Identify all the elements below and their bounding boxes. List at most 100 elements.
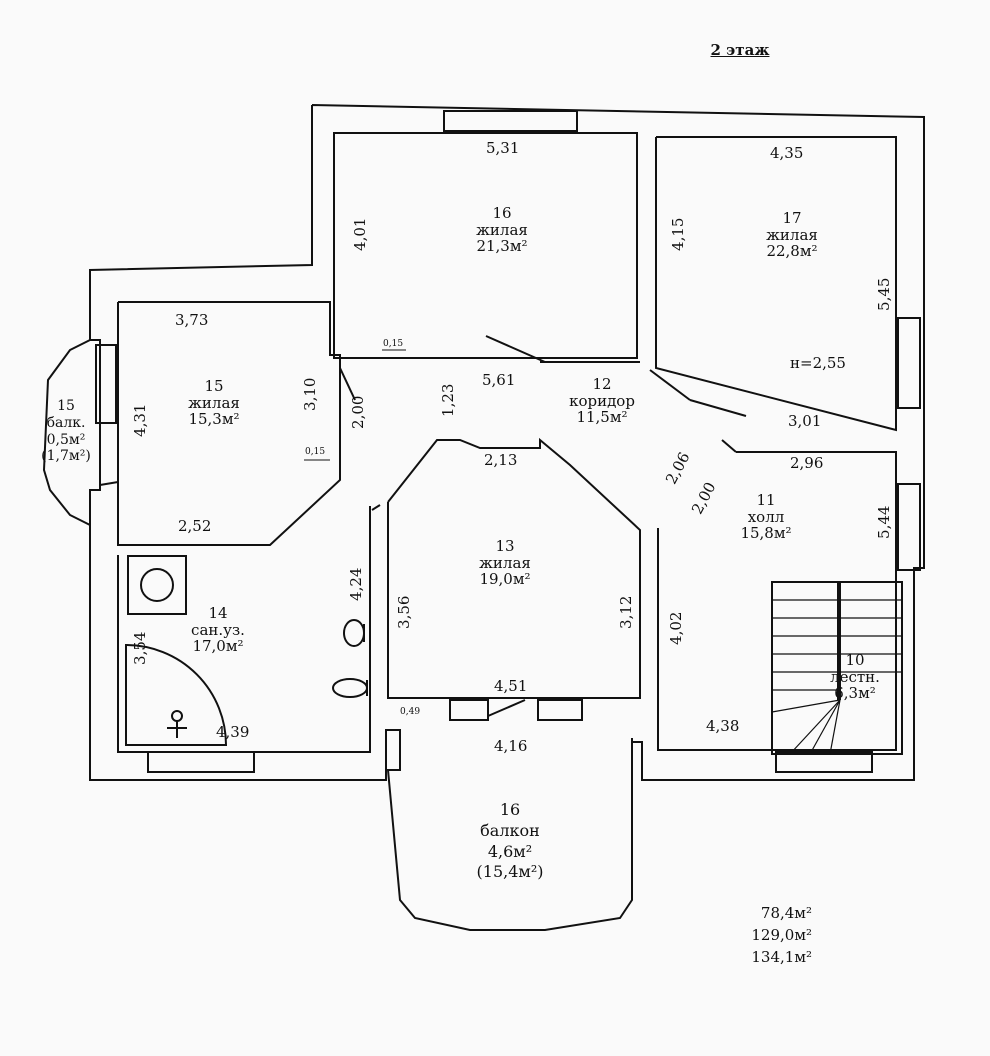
dim-label: 5,31 <box>486 139 520 157</box>
room-area: 19,0м² <box>479 570 531 588</box>
room-type: жилая <box>188 393 240 412</box>
room-17-label: 17 жилая 22,8м² <box>702 210 882 260</box>
door-hall <box>721 439 737 453</box>
window-east-1 <box>897 317 921 409</box>
boiler-circle <box>140 568 174 602</box>
shower-symbol <box>125 643 228 746</box>
window-west <box>95 344 117 424</box>
door-balcony-15 <box>99 481 119 486</box>
dim-label: 3,12 <box>616 595 635 629</box>
dim-label: 4,15 <box>668 217 687 251</box>
room-number: 15 <box>204 377 224 395</box>
room-area-total: (1,7м²) <box>41 448 91 465</box>
room-15-walls <box>117 301 341 546</box>
hall-walls <box>657 451 897 751</box>
balcony-16-label: 16 балкон 4,6м² (15,4м²) <box>420 800 600 883</box>
sink-icon <box>332 678 368 698</box>
dim-label: 2,96 <box>790 454 824 472</box>
dim-label: 3,73 <box>175 311 209 329</box>
dim-label: 2,13 <box>484 451 518 469</box>
window-top <box>443 110 578 132</box>
room-number: 12 <box>592 375 612 393</box>
door-16 <box>485 335 546 363</box>
room-number: 10 <box>845 651 865 669</box>
dim-label: 3,56 <box>394 595 413 629</box>
room-area: 0,5м² <box>46 431 86 448</box>
dim-label: 1,23 <box>438 383 457 417</box>
height-label: н=2,55 <box>790 354 846 372</box>
dim-label: 5,45 <box>874 277 893 311</box>
room-number: 16 <box>492 204 512 222</box>
room-14-label: 14 сан.уз. 17,0м² <box>128 605 308 655</box>
room-type: балкон <box>480 820 540 840</box>
room-type: лестн. <box>830 667 880 686</box>
room-area: 15,3м² <box>188 410 240 428</box>
dim-label: 4,39 <box>216 723 250 741</box>
boiler-symbol <box>127 555 187 615</box>
room-16-label: 16 жилая 21,3м² <box>412 205 592 255</box>
window-balcony-left <box>449 699 489 721</box>
window-balcony-right <box>537 699 583 721</box>
room-area: 6,3м² <box>834 684 876 702</box>
total-area-2: 129,0м² <box>751 925 812 944</box>
wall-thickness-label: 0,15 <box>305 447 326 457</box>
window-stair <box>775 751 873 773</box>
room-area: 11,5м² <box>576 408 628 426</box>
room-17-walls <box>655 136 897 432</box>
wall-thickness-label: 0,15 <box>383 339 404 349</box>
dim-label: 4,24 <box>346 567 365 601</box>
room-15-label: 15 жилая 15,3м² <box>124 378 304 428</box>
room-area: 21,3м² <box>476 237 528 255</box>
room-type: жилая <box>476 220 528 239</box>
door-17 <box>689 399 747 417</box>
room-12-label: 12 коридор 11,5м² <box>512 376 692 426</box>
door-15 <box>339 367 356 401</box>
room-area: 4,6м² <box>487 841 533 861</box>
stair-steps <box>771 599 902 755</box>
outer-wall-outline <box>89 104 925 931</box>
dim-label: 4,38 <box>706 717 740 735</box>
dim-label: 4,35 <box>770 144 804 162</box>
dim-label: 4,51 <box>494 677 528 695</box>
dim-label: 3,10 <box>300 377 319 411</box>
wall-thickness-label: 0,49 <box>400 707 421 717</box>
room-type: балк. <box>46 414 86 431</box>
room-area: 15,8м² <box>740 524 792 542</box>
room-number: 11 <box>756 491 776 509</box>
room-area: 22,8м² <box>766 242 818 260</box>
dim-label: 4,16 <box>494 737 528 755</box>
toilet-icon <box>343 619 365 647</box>
balcony-15-label: 15 балк. 0,5м² (1,7м²) <box>30 398 102 465</box>
window-east-2 <box>897 483 921 571</box>
dim-label: 4,31 <box>130 403 149 437</box>
room-10-label: 10 лестн. 6,3м² <box>800 652 910 702</box>
room-area-total: (15,4м²) <box>476 862 544 882</box>
dim-label: 2,00 <box>348 395 367 429</box>
room-13-walls <box>387 437 641 699</box>
room-type: холл <box>747 507 785 526</box>
balcony-15-outline <box>42 339 91 526</box>
room-11-label: 11 холл 15,8м² <box>676 492 856 542</box>
dim-label: 4,02 <box>666 611 685 645</box>
room-type: коридор <box>569 391 635 410</box>
shower-drain-icon <box>171 710 183 722</box>
room-number: 14 <box>208 604 228 622</box>
room-number: 16 <box>499 800 521 819</box>
dim-label: 3,54 <box>130 631 149 665</box>
dim-label: 2,52 <box>178 517 212 535</box>
dim-label: 5,61 <box>482 371 516 389</box>
door-balcony-16 <box>487 699 526 717</box>
door-17-jamb <box>649 369 691 401</box>
room-type: жилая <box>766 225 818 244</box>
total-area-1: 78,4м² <box>760 904 812 922</box>
floor-title: 2 этаж <box>710 41 770 59</box>
room-number: 13 <box>495 537 515 555</box>
room-13-label: 13 жилая 19,0м² <box>415 538 595 588</box>
room-type: жилая <box>479 553 531 572</box>
dim-label: 5,44 <box>874 505 893 539</box>
room-area: 17,0м² <box>192 637 244 655</box>
window-bottom <box>147 751 255 773</box>
door-14 <box>371 504 381 511</box>
room-number: 17 <box>782 209 802 227</box>
